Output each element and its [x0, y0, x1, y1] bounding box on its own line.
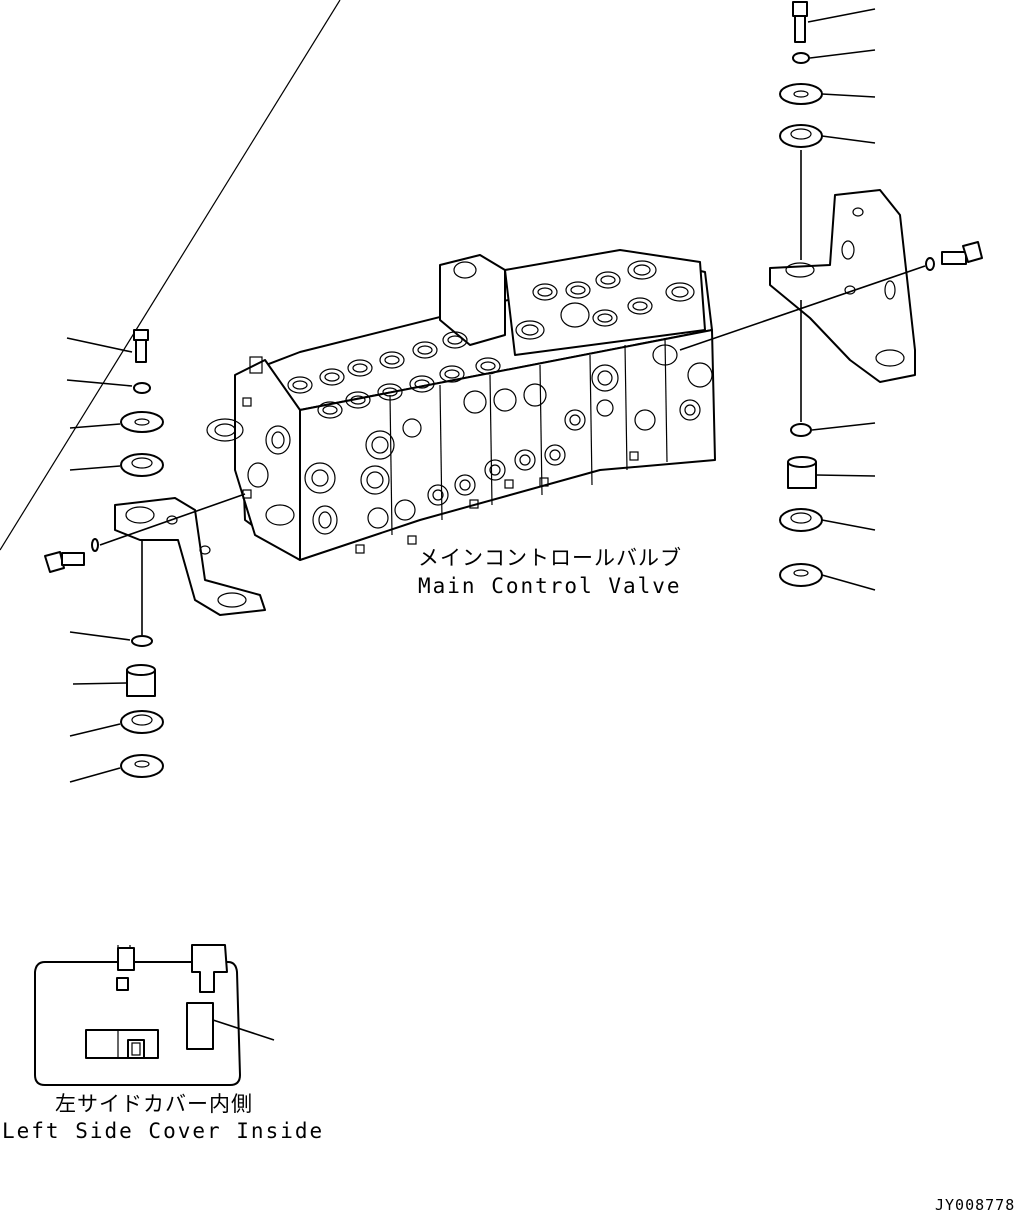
- right-bracket: [769, 189, 916, 383]
- main-control-valve-label-en: Main Control Valve: [418, 574, 682, 598]
- side-cover-inset: [34, 944, 275, 1086]
- left-bracket: [114, 497, 266, 616]
- left-mount-stack: [120, 329, 164, 778]
- right-leader-lines: [807, 8, 876, 591]
- side-cover-label-en: Left Side Cover Inside: [2, 1119, 325, 1143]
- main-control-valve-label-jp: メインコントロールバルブ: [418, 546, 682, 570]
- left-leader-lines: [66, 337, 133, 783]
- main-control-valve-body: [0, 0, 716, 561]
- drawing-code: JY008778: [935, 1196, 1016, 1214]
- side-cover-label-jp: 左サイドカバー内側: [55, 1092, 253, 1116]
- left-bolt: [44, 493, 246, 573]
- right-bolt: [679, 241, 983, 351]
